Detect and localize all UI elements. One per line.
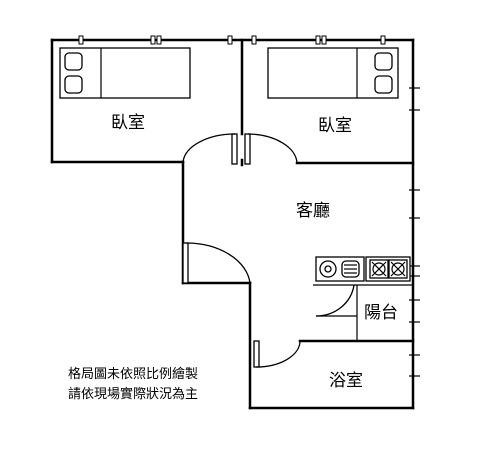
door-entrance: [182, 242, 251, 284]
window-mark: [156, 35, 162, 45]
sink: [315, 256, 365, 282]
room-label-bathroom: 浴室: [329, 371, 363, 391]
room-label-bedroom-right: 臥室: [318, 116, 352, 136]
window-mark: [380, 35, 386, 45]
window-mark: [227, 35, 233, 45]
door-balcony: [315, 284, 355, 317]
stove: [365, 256, 411, 282]
windows: [78, 35, 420, 377]
walls: [50, 38, 415, 410]
bed-left: [59, 47, 191, 99]
bed-right: [267, 47, 399, 99]
door-bedroom-left: [182, 133, 238, 165]
window-mark: [150, 35, 156, 45]
door-bedroom-right: [244, 133, 298, 165]
window-mark: [78, 35, 84, 45]
door-bathroom: [253, 340, 301, 368]
room-label-living-room: 客廳: [296, 201, 330, 221]
window-mark: [321, 35, 327, 45]
note-line-1: 格局圖未依照比例繪製: [68, 366, 198, 382]
room-label-balcony: 陽台: [364, 303, 398, 323]
note-line-2: 請依現場實際狀況為主: [68, 386, 198, 402]
window-mark: [251, 35, 257, 45]
room-label-bedroom-left: 臥室: [111, 113, 145, 133]
window-mark: [315, 35, 321, 45]
